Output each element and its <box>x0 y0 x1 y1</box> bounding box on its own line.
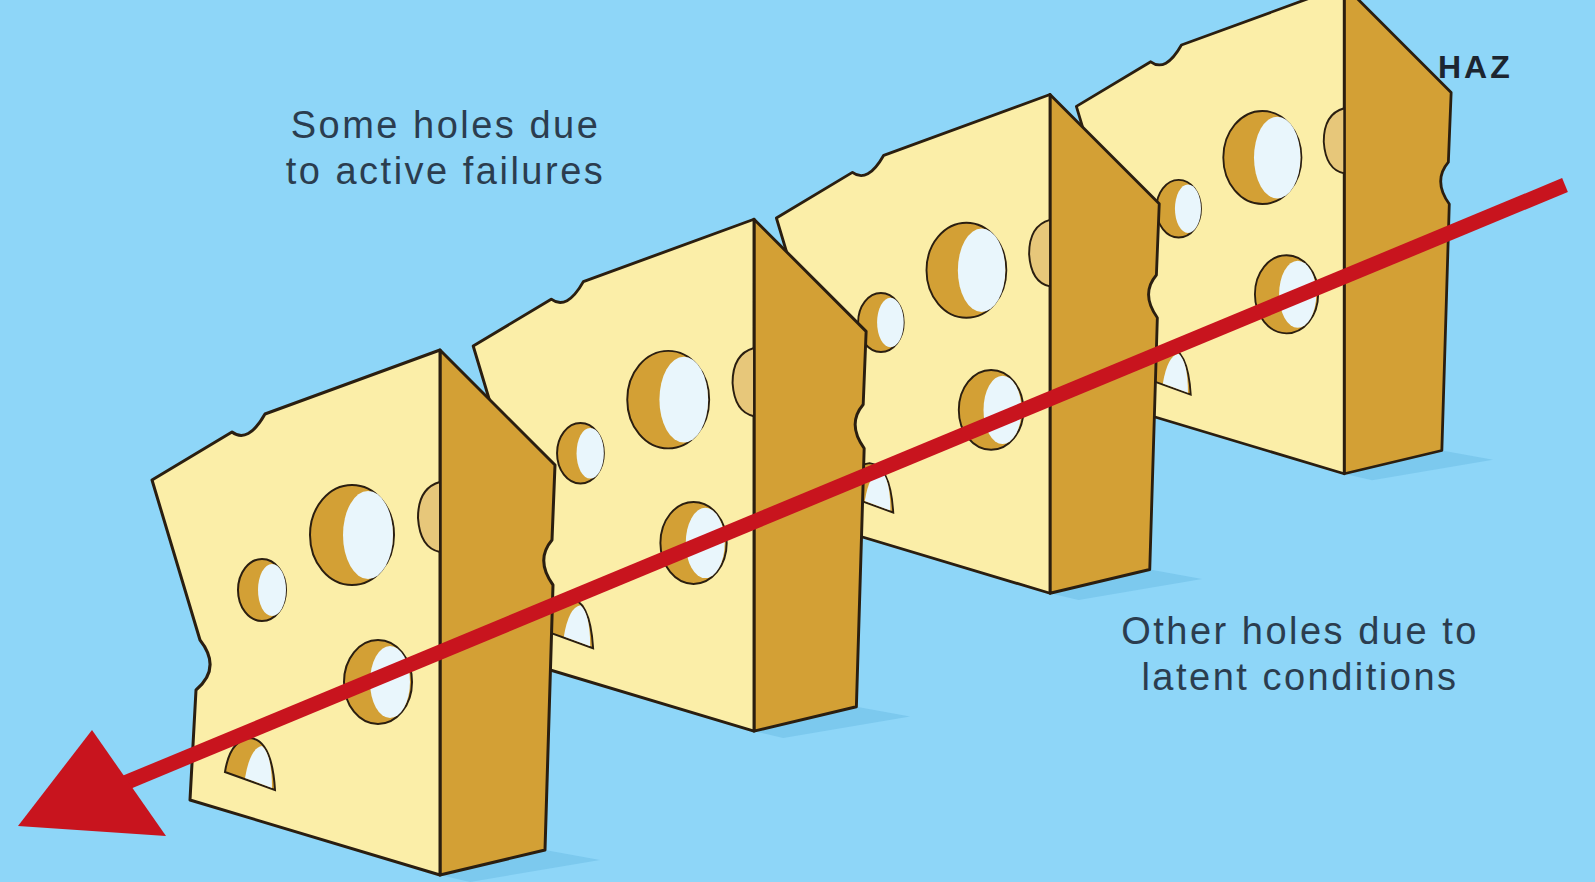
annotation-text: Some holes due to active failures <box>278 102 613 194</box>
hazard-label: HAZ <box>1438 44 1595 90</box>
arrow-head <box>18 730 166 836</box>
annotation-text: Other holes due to latent conditions <box>1085 608 1515 700</box>
hazard-trajectory <box>120 185 1565 785</box>
